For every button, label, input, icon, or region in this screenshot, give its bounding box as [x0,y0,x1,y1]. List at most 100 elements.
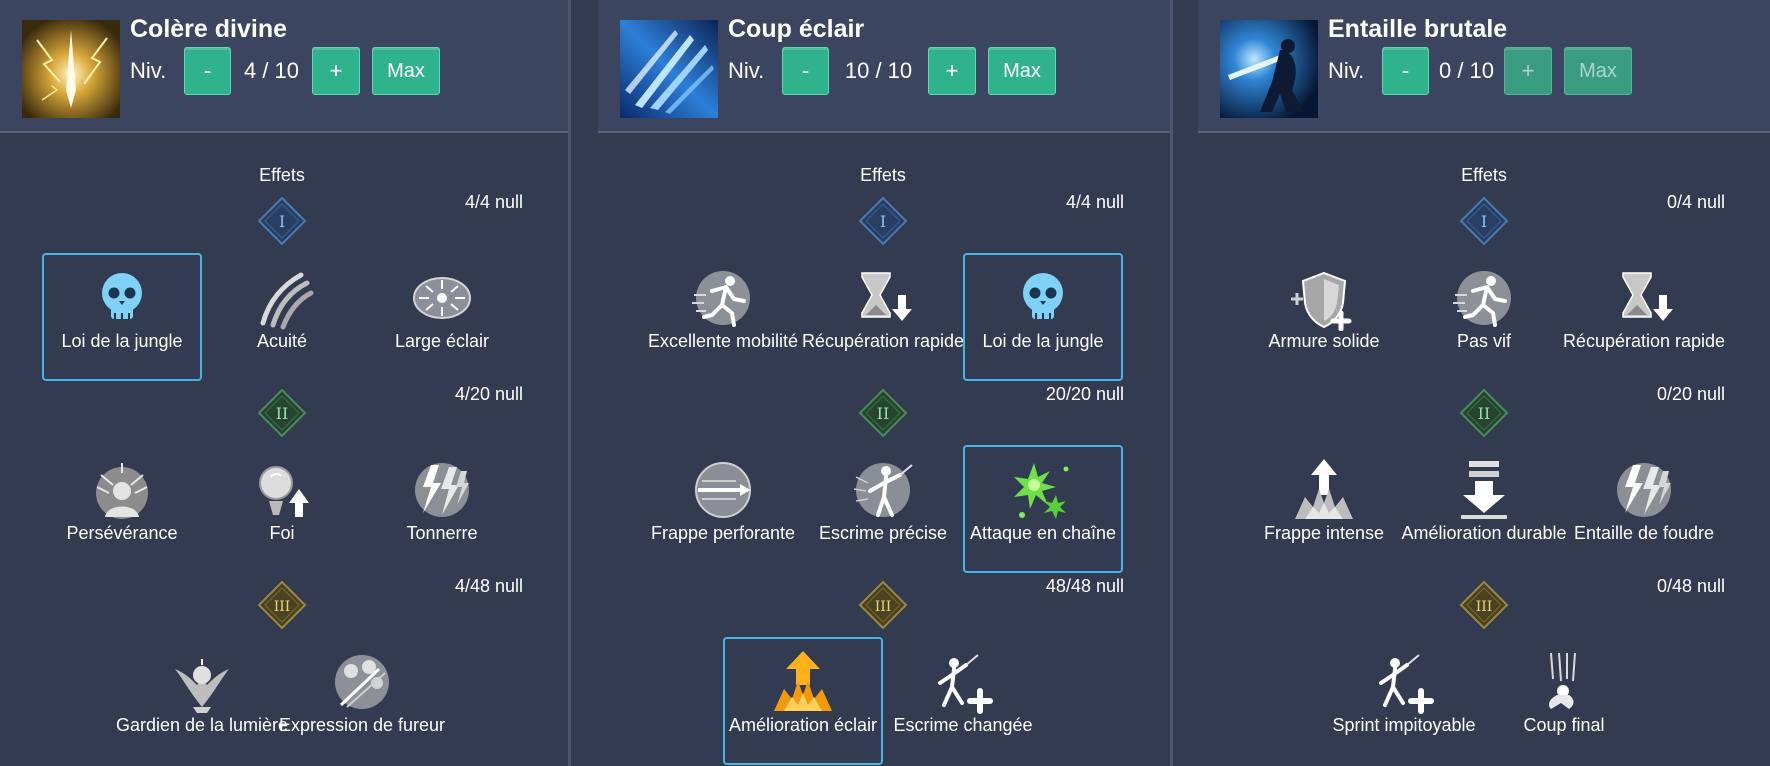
talent-node[interactable]: Amélioration éclair [723,637,883,765]
talent-node-label: Acuité [256,331,308,351]
tier-points: 48/48 null [1045,576,1124,596]
talent-node-label: Amélioration éclair [728,715,878,735]
level-plus-button[interactable]: + [312,47,360,95]
talent-node-label: Amélioration durable [1401,523,1567,543]
fencer-plus-icon [930,649,996,715]
level-value: 4 / 10 [243,58,300,83]
level-max-button[interactable]: Max [1564,47,1632,95]
talent-node-label: Excellente mobilité [647,331,799,351]
talent-node-label: Loi de la jungle [982,331,1104,351]
falling-strike-icon [1531,649,1597,715]
winged-guardian-icon [169,649,235,715]
tier-badge-ii-icon: II [1459,388,1509,438]
talent-node-label: Escrime précise [818,523,948,543]
talent-node-label: Sprint impitoyable [1332,715,1476,735]
talent-node[interactable]: Tonnerre [362,445,522,573]
effects-label: Effets [259,165,305,185]
level-controls: Niv. - 0 / 10 + Max [1328,46,1632,96]
effects-label: Effets [1461,165,1507,185]
shield-icon [1291,265,1357,331]
skill-name: Coup éclair [728,15,865,43]
tier-points: 20/20 null [1045,384,1124,404]
fury-icon [329,649,395,715]
svg-text:II: II [1478,404,1491,423]
talent-node[interactable]: Persévérance [42,445,202,573]
level-max-button[interactable]: Max [372,47,440,95]
talent-node-label: Loi de la jungle [61,331,183,351]
level-label: Niv. [130,58,167,83]
tier-badge-ii-icon: II [858,388,908,438]
up-burst-icon [1291,457,1357,523]
talent-node[interactable]: Récupération rapide [1563,253,1725,381]
level-value: 10 / 10 [844,58,913,83]
talent-node[interactable]: Escrime précise [803,445,963,573]
level-minus-button[interactable]: - [1382,47,1429,95]
skill-header: Colère divine Niv. - 4 / 10 + Max [0,0,568,133]
level-max-button[interactable]: Max [988,47,1056,95]
talent-node[interactable]: Loi de la jungle [963,253,1123,381]
talent-node[interactable]: Large éclair [362,253,522,381]
talent-node[interactable]: Excellente mobilité [643,253,803,381]
runner-icon [690,265,756,331]
fencer-plus-icon [1371,649,1437,715]
level-controls: Niv. - 10 / 10 + Max [728,46,1056,96]
skull-icon [1010,265,1076,331]
talent-node[interactable]: Acuité [202,253,362,381]
talent-node[interactable]: Armure solide [1244,253,1404,381]
tier-badge-i-icon: I [858,196,908,246]
column-divider [568,0,571,766]
talent-node-label: Expression de fureur [278,715,446,735]
talent-node[interactable]: Amélioration durable [1401,445,1567,573]
pierce-icon [690,457,756,523]
talent-node-label: Armure solide [1268,331,1380,351]
tier-points: 0/4 null [1666,192,1725,212]
talent-node-label: Récupération rapide [1562,331,1726,351]
tier-badge-iii-icon: III [1459,580,1509,630]
talent-node[interactable]: Sprint impitoyable [1324,637,1484,765]
talent-node-label: Tonnerre [406,523,478,543]
level-plus-button[interactable]: + [1504,47,1552,95]
skill-name: Entaille brutale [1328,15,1508,43]
tier-points: 0/20 null [1656,384,1725,404]
tier-points: 4/20 null [454,384,523,404]
talent-node[interactable]: Attaque en chaîne [963,445,1123,573]
tier-points: 4/4 null [464,192,523,212]
claw-icon [249,265,315,331]
tier-badge-iii-icon: III [257,580,307,630]
column-divider [1170,0,1173,766]
talent-node-label: Persévérance [66,523,178,543]
talent-node[interactable]: Frappe perforante [643,445,803,573]
talent-node-label: Escrime changée [893,715,1033,735]
level-label: Niv. [1328,58,1365,83]
talent-node[interactable]: Frappe intense [1244,445,1404,573]
talent-node[interactable]: Loi de la jungle [42,253,202,381]
hourglass-down-icon [1611,265,1677,331]
tier-points: 0/48 null [1656,576,1725,596]
talent-node-label: Récupération rapide [801,331,965,351]
talent-node[interactable]: Escrime changée [883,637,1043,765]
hourglass-down-icon [850,265,916,331]
talent-node[interactable]: Récupération rapide [802,253,964,381]
level-controls: Niv. - 4 / 10 + Max [130,46,440,96]
lightning-icon [409,457,475,523]
svg-text:III: III [875,599,892,615]
level-minus-button[interactable]: - [184,47,231,95]
talent-node-label: Entaille de foudre [1573,523,1715,543]
talent-node-label: Foi [269,523,295,543]
talent-node[interactable]: Expression de fureur [279,637,445,765]
talent-node[interactable]: Pas vif [1404,253,1564,381]
level-plus-button[interactable]: + [928,47,976,95]
talent-node[interactable]: Gardien de la lumière [116,637,288,765]
talent-node[interactable]: Entaille de foudre [1564,445,1724,573]
level-minus-button[interactable]: - [782,47,829,95]
talent-node[interactable]: Foi [202,445,362,573]
talent-node-label: Frappe intense [1263,523,1385,543]
skill-column-3: Entaille brutale Niv. - 0 / 10 + Max Eff… [1198,0,1770,766]
svg-text:I: I [880,212,886,231]
skill-icon-brutal-slash-icon [1220,20,1318,118]
skill-column-1: Colère divine Niv. - 4 / 10 + Max Effets… [0,0,568,766]
fencer-icon [850,457,916,523]
tier-badge-ii-icon: II [257,388,307,438]
talent-node[interactable]: Coup final [1484,637,1644,765]
svg-text:I: I [1481,212,1487,231]
